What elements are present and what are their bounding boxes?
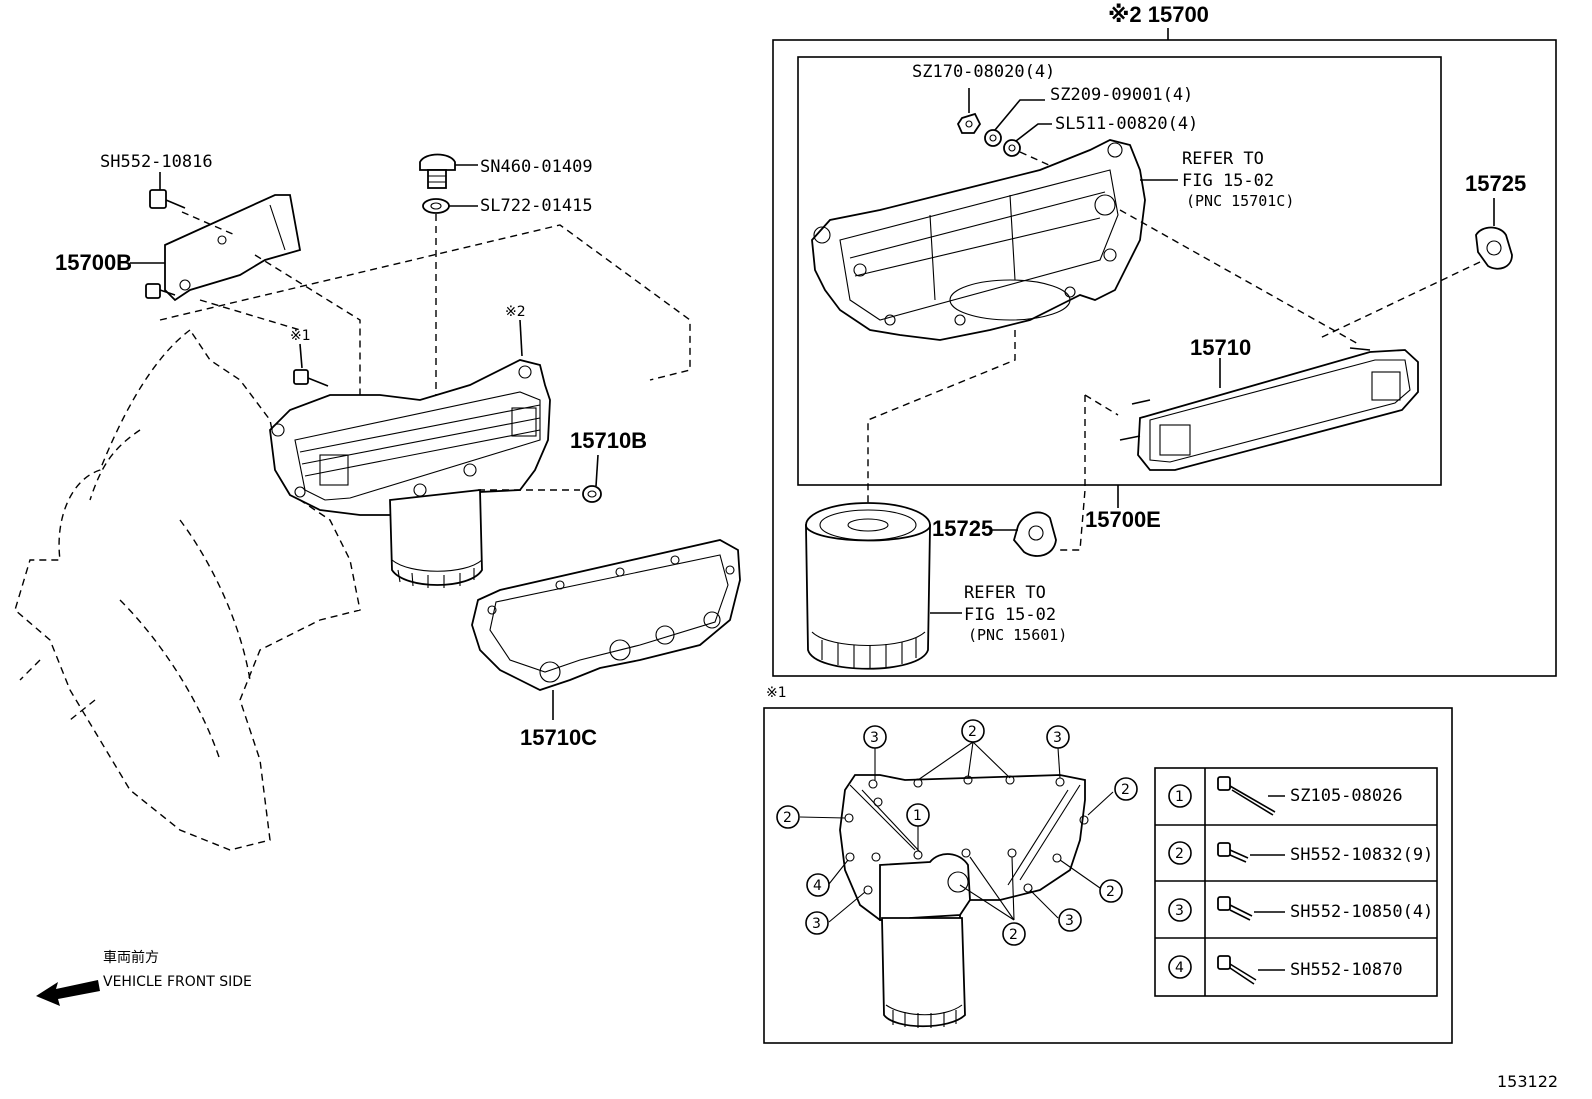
row-4-index: 4	[1175, 960, 1184, 976]
label-15725-low: 15725	[932, 516, 993, 541]
washer-sl722	[422, 198, 450, 214]
row-2-part: SH552-10832(9)	[1290, 845, 1433, 865]
label-15700e: 15700E	[1085, 507, 1161, 532]
label-refer-a-3: (PNC 15701C)	[1186, 192, 1294, 210]
row-4-part: SH552-10870	[1290, 960, 1403, 980]
svg-text:3: 3	[1065, 913, 1074, 929]
nut-sz170	[956, 112, 982, 134]
leader-15710b	[595, 454, 599, 487]
bolt-medium-long-icon	[1217, 955, 1257, 985]
label-refer-b-3: (PNC 15601)	[968, 626, 1067, 644]
label-15700b: 15700B	[55, 250, 132, 275]
label-sl511-00820: SL511-00820(4)	[1055, 114, 1198, 134]
callout-1: 1	[906, 803, 930, 827]
frame-15700e	[797, 56, 1442, 486]
callout-2-a: 2	[961, 719, 985, 743]
svg-text:1: 1	[913, 808, 922, 824]
dash-element-a	[1084, 394, 1119, 416]
oil-cooler-case	[811, 139, 1146, 341]
label-15710: 15710	[1190, 335, 1251, 360]
label-sn460-01409: SN460-01409	[480, 157, 593, 177]
dash-15725-top	[1319, 261, 1481, 339]
svg-text:2: 2	[1009, 927, 1018, 943]
frame-detail	[763, 707, 1453, 1044]
callout-2-d: 2	[1099, 879, 1123, 903]
svg-text:2: 2	[1106, 884, 1115, 900]
bolt-medium-icon	[1217, 896, 1253, 921]
callout-3-d: 3	[1058, 908, 1082, 932]
bolt-short-icon	[1217, 842, 1249, 863]
svg-text:3: 3	[1053, 730, 1062, 746]
callout-4: 4	[806, 873, 830, 897]
callout-2-b: 2	[776, 805, 800, 829]
svg-text:2: 2	[1121, 782, 1130, 798]
label-sl722-01415: SL722-01415	[480, 196, 593, 216]
callout-3-a: 3	[863, 725, 887, 749]
svg-text:3: 3	[812, 916, 821, 932]
dash-element-b	[1058, 395, 1086, 551]
bracket-15700b	[145, 189, 361, 400]
label-mark1-left: ※1	[290, 328, 311, 344]
row-1-part: SZ105-08026	[1290, 786, 1403, 806]
leader-mark1-left	[299, 343, 303, 369]
oil-cooler-assembly-left	[269, 359, 551, 588]
dash-filter	[867, 330, 1016, 520]
label-refer-a-1: REFER TO	[1182, 149, 1264, 169]
washer-sz209	[984, 129, 1002, 147]
vehicle-front-indicator: 車両前方 VEHICLE FRONT SIDE	[36, 949, 252, 1006]
mounting-diagram	[839, 774, 1089, 1028]
label-sz170-08020: SZ170-08020(4)	[912, 62, 1055, 82]
leader-sz209	[994, 99, 1045, 131]
label-15725-top: 15725	[1465, 171, 1526, 196]
dash-case-element	[1119, 209, 1361, 346]
label-refer-b-2: FIG 15-02	[964, 605, 1056, 625]
front-arrow-icon	[36, 980, 100, 1006]
front-label-en: VEHICLE FRONT SIDE	[103, 974, 252, 990]
figure-number: 153122	[1497, 1072, 1558, 1091]
bolt-table-row-3: 3 SH552-10850(4)	[1168, 896, 1433, 922]
bolt-table-row-4: 4 SH552-10870	[1168, 955, 1403, 985]
bolt-table-row-1: 1 SZ105-08026	[1168, 776, 1403, 816]
svg-text:2: 2	[968, 724, 977, 740]
leader-mark2-left	[519, 319, 523, 357]
row-2-index: 2	[1175, 846, 1184, 862]
label-sz209-09001: SZ209-09001(4)	[1050, 85, 1193, 105]
washer-sl511	[1003, 139, 1021, 157]
label-refer-b-1: REFER TO	[964, 583, 1046, 603]
label-detail-mark: ※1	[766, 685, 787, 701]
gasket-15710c	[471, 539, 741, 691]
svg-text:2: 2	[783, 810, 792, 826]
row-3-index: 3	[1175, 903, 1184, 919]
row-3-part: SH552-10850(4)	[1290, 902, 1433, 922]
bolt-mark1-left	[293, 369, 329, 387]
o-ring-15710b	[582, 485, 602, 503]
callouts	[799, 741, 1114, 923]
bolt-table	[1154, 767, 1438, 997]
svg-text:4: 4	[813, 878, 822, 894]
frame-15700	[772, 39, 1557, 677]
label-15710c: 15710C	[520, 725, 597, 750]
oil-filter	[805, 502, 931, 670]
leader-sl511	[1015, 123, 1052, 142]
gasket-15725-low	[1013, 511, 1057, 557]
bolt-long-icon	[1217, 776, 1276, 816]
callout-2-c: 2	[1114, 777, 1138, 801]
label-mark2-left: ※2	[505, 304, 526, 320]
plug-sn460	[419, 153, 456, 189]
callout-3-c: 3	[805, 911, 829, 935]
gasket-15725-top	[1475, 226, 1513, 270]
cooler-element-15710	[1119, 347, 1419, 471]
svg-text:3: 3	[870, 730, 879, 746]
front-label-jp: 車両前方	[103, 949, 159, 966]
callout-3-b: 3	[1046, 725, 1070, 749]
label-sh552-10816: SH552-10816	[100, 152, 213, 172]
label-15700-header: ※2 15700	[1108, 2, 1209, 27]
row-1-index: 1	[1175, 789, 1184, 805]
callout-2-e: 2	[1002, 922, 1026, 946]
label-15710b: 15710B	[570, 428, 647, 453]
label-refer-a-2: FIG 15-02	[1182, 171, 1274, 191]
bolt-table-row-2: 2 SH552-10832(9)	[1168, 841, 1433, 865]
engine-outline	[14, 224, 691, 851]
